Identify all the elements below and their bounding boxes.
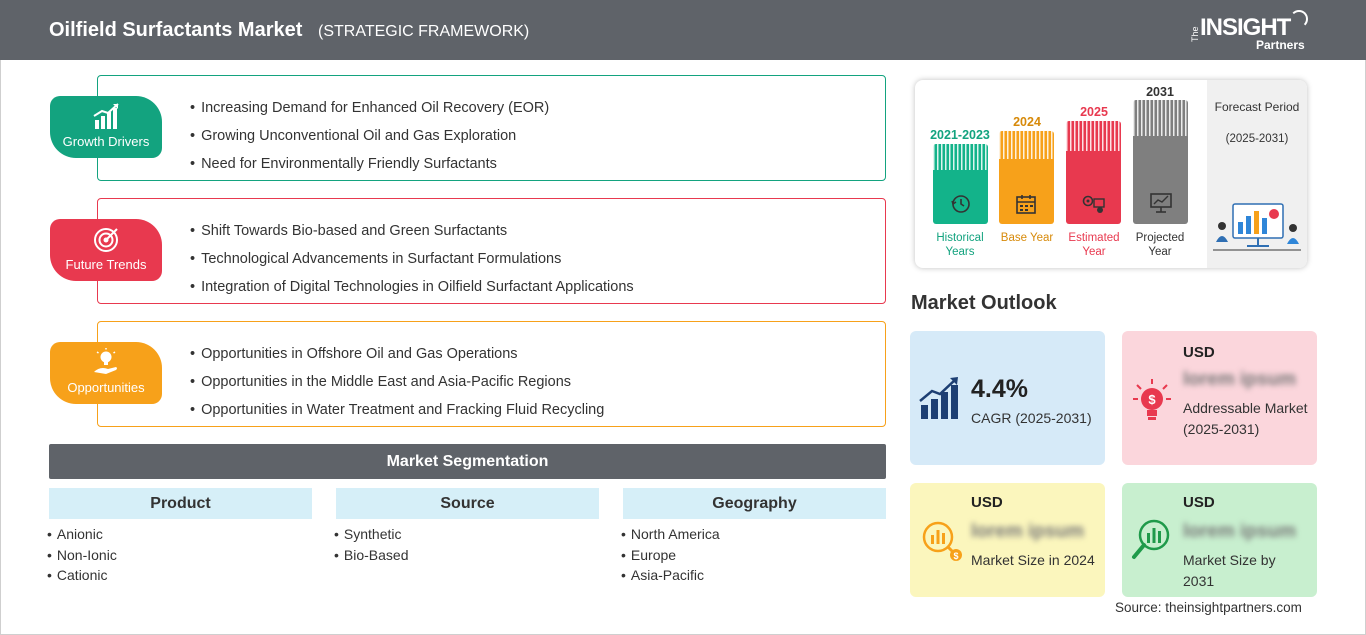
list-item: Non-Ionic — [47, 545, 117, 566]
segment-list-product: Anionic Non-Ionic Cationic — [47, 524, 117, 586]
history-clock-icon — [951, 195, 970, 213]
timeline-year-estimated: 2025 — [1080, 105, 1108, 119]
timeline-label-base: Base Year — [1000, 232, 1054, 244]
list-item: Increasing Demand for Enhanced Oil Recov… — [190, 94, 549, 122]
segment-list-geography: North America Europe Asia-Pacific — [621, 524, 720, 586]
svg-text:$: $ — [953, 551, 958, 561]
list-item: Cationic — [47, 565, 117, 586]
list-item: Need for Environmentally Friendly Surfac… — [190, 150, 549, 178]
money-bulb-icon: $ — [1133, 379, 1171, 420]
growth-bars-icon — [919, 377, 958, 419]
logo-arc-icon — [1290, 10, 1308, 28]
opportunities-badge: Opportunities — [50, 342, 162, 404]
timeline-bar-historical — [933, 144, 988, 224]
lightbulb-hand-icon — [94, 348, 117, 374]
calendar-icon — [1016, 195, 1036, 214]
timeline-label-historical: Historical Years — [936, 232, 984, 258]
size2024-value-blurred: lorem ipsum — [971, 521, 1084, 542]
cagr-label: CAGR (2025-2031) — [971, 410, 1092, 426]
size2024-label: Market Size in 2024 — [971, 552, 1095, 568]
logo-partners: Partners — [1256, 38, 1305, 52]
forecast-period-title: Forecast Period — [1214, 100, 1300, 114]
list-item: Shift Towards Bio-based and Green Surfac… — [190, 217, 634, 245]
market-segmentation-header: Market Segmentation — [49, 444, 886, 479]
timeline-year-historical: 2021-2023 — [930, 128, 990, 142]
addressable-value-blurred: lorem ipsum — [1183, 369, 1296, 390]
logo-the: The — [1190, 26, 1200, 42]
market-outlook-title: Market Outlook — [911, 292, 1057, 314]
list-item: North America — [621, 524, 720, 545]
future-trends-box: Shift Towards Bio-based and Green Surfac… — [97, 198, 886, 304]
segment-header-product: Product — [49, 488, 312, 519]
list-item: Growing Unconventional Oil and Gas Explo… — [190, 122, 549, 150]
size2024-usd: USD — [971, 494, 1003, 511]
future-trends-list: Shift Towards Bio-based and Green Surfac… — [190, 217, 634, 301]
segment-header-geography: Geography — [623, 488, 886, 519]
timeline-bar-base — [999, 131, 1054, 224]
source-credit: Source: theinsightpartners.com — [1115, 600, 1302, 615]
coin-chart-icon: $ — [922, 521, 962, 561]
cagr-card: 4.4% CAGR (2025-2031) — [910, 331, 1105, 465]
list-item: Technological Advancements in Surfactant… — [190, 245, 634, 273]
timeline-year-projected: 2031 — [1146, 85, 1174, 99]
timeline-bar-estimated — [1066, 121, 1121, 224]
segment-list-source: Synthetic Bio-Based — [334, 524, 409, 565]
list-item: Bio-Based — [334, 545, 409, 566]
growth-drivers-list: Increasing Demand for Enhanced Oil Recov… — [190, 94, 549, 178]
addressable-label: Addressable Market (2025-2031) — [1183, 400, 1308, 437]
svg-text:$: $ — [1148, 392, 1156, 407]
logo-insight: INSIGHT — [1200, 14, 1291, 41]
target-icon — [94, 228, 118, 252]
future-trends-label: Future Trends — [65, 257, 147, 272]
list-item: Integration of Digital Technologies in O… — [190, 273, 634, 301]
list-item: Europe — [621, 545, 720, 566]
size2031-usd: USD — [1183, 494, 1215, 511]
growth-drivers-badge: Growth Drivers — [50, 96, 162, 158]
size2031-value-blurred: lorem ipsum — [1183, 521, 1296, 542]
timeline-label-projected: Projected Year — [1135, 232, 1185, 258]
opportunities-label: Opportunities — [67, 380, 145, 395]
magnifier-chart-icon — [1132, 519, 1170, 559]
analysts-dashboard-icon — [1213, 203, 1301, 251]
addressable-usd: USD — [1183, 344, 1215, 361]
growth-chart-icon — [93, 103, 119, 129]
growth-drivers-label: Growth Drivers — [62, 134, 150, 149]
size2031-label: Market Size by 2031 — [1183, 552, 1276, 589]
list-item: Asia-Pacific — [621, 565, 720, 586]
list-item: Opportunities in Water Treatment and Fra… — [190, 396, 604, 424]
cagr-value: 4.4% — [971, 375, 1028, 403]
estimate-gears-icon — [1082, 195, 1105, 213]
future-trends-badge: Future Trends — [50, 219, 162, 281]
opportunities-list: Opportunities in Offshore Oil and Gas Op… — [190, 340, 604, 424]
header-bar: Oilfield Surfactants Market (STRATEGIC F… — [0, 0, 1366, 60]
timeline-card: 2021-2023 Historical Years 2024 Base Yea… — [915, 80, 1307, 268]
list-item: Anionic — [47, 524, 117, 545]
insight-partners-logo[interactable]: The INSIGHT Partners — [1190, 10, 1310, 54]
list-item: Opportunities in the Middle East and Asi… — [190, 368, 604, 396]
page-subtitle: (STRATEGIC FRAMEWORK) — [318, 23, 530, 40]
segment-header-source: Source — [336, 488, 599, 519]
growth-drivers-box: Increasing Demand for Enhanced Oil Recov… — [97, 75, 886, 181]
timeline-label-estimated: Estimated Year — [1068, 232, 1120, 258]
forecast-period-range: (2025-2031) — [1225, 133, 1289, 145]
list-item: Synthetic — [334, 524, 409, 545]
timeline-year-base: 2024 — [1013, 115, 1041, 129]
market-size-2031-card: USD lorem ipsum Market Size by 2031 — [1122, 483, 1317, 597]
page-title: Oilfield Surfactants Market — [49, 19, 303, 41]
opportunities-box: Opportunities in Offshore Oil and Gas Op… — [97, 321, 886, 427]
list-item: Opportunities in Offshore Oil and Gas Op… — [190, 340, 604, 368]
addressable-market-card: USD lorem ipsum $ Addressable Market (20… — [1122, 331, 1317, 465]
projection-board-icon — [1150, 193, 1172, 213]
market-size-2024-card: USD lorem ipsum $ Market Size in 2024 — [910, 483, 1105, 597]
timeline-bar-projected — [1133, 100, 1188, 224]
